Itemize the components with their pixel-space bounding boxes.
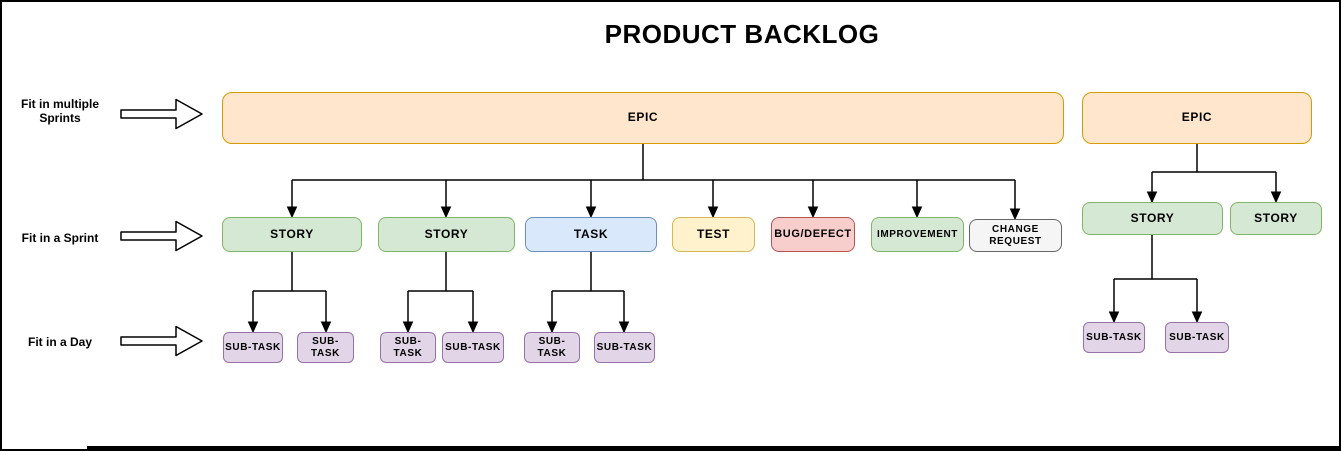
label-fit-multiple-sprints: Fit in multiple Sprints [21,97,99,125]
arrowhead-icon [1108,311,1120,324]
arrowhead-icon [585,206,597,219]
arrowhead-icon [1191,311,1203,324]
arrowhead-icon [467,321,479,334]
node-improvement-1[interactable]: IMPROVEMENT [871,217,964,252]
node-subtask-4[interactable]: SUB-TASK [442,332,504,363]
tree-connector [1113,235,1198,313]
page-title: PRODUCT BACKLOG [604,19,880,49]
tree-connector [1151,144,1277,193]
node-story-right-2[interactable]: STORY [1230,202,1322,235]
node-epic-right[interactable]: EPIC [1082,92,1312,144]
arrowhead-icon [247,321,259,334]
node-subtask-right-2[interactable]: SUB-TASK [1165,322,1229,353]
arrowhead-icon [286,206,298,219]
arrowhead-icon [440,206,452,219]
arrowhead-icon [911,206,923,219]
node-subtask-5[interactable]: SUB-TASK [524,332,580,363]
block-arrow-right-icon [120,98,203,130]
arrowhead-icon [546,321,558,334]
node-subtask-3[interactable]: SUB-TASK [380,332,436,363]
node-story-2[interactable]: STORY [378,217,515,252]
node-subtask-6[interactable]: SUB-TASK [594,332,655,363]
arrowhead-icon [1146,191,1158,204]
bottom-edge-line [87,446,1339,449]
arrowhead-icon [1270,191,1282,204]
node-bug-defect-1[interactable]: BUG/DEFECT [771,217,855,252]
block-arrow-right-icon [120,220,203,252]
arrowhead-icon [618,321,630,334]
node-subtask-2[interactable]: SUB-TASK [297,332,354,363]
arrowhead-icon [320,321,332,334]
arrowhead-icon [402,321,414,334]
arrowhead-icon [707,206,719,219]
node-change-request-1[interactable]: CHANGE REQUEST [969,219,1062,252]
tree-connector [407,252,474,323]
tree-connector [252,252,327,323]
arrowhead-icon [807,206,819,219]
node-story-right-1[interactable]: STORY [1082,202,1223,235]
node-epic-main[interactable]: EPIC [222,92,1064,144]
tree-connector [551,252,625,323]
node-test-1[interactable]: TEST [672,217,755,252]
node-subtask-1[interactable]: SUB-TASK [223,332,283,363]
arrowhead-icon [1009,208,1021,221]
tree-connector [291,144,1016,210]
label-fit-in-day: Fit in a Day [27,335,92,349]
node-task-1[interactable]: TASK [525,217,657,252]
node-story-1[interactable]: STORY [222,217,362,252]
block-arrow-right-icon [120,325,203,357]
node-subtask-right-1[interactable]: SUB-TASK [1083,322,1145,353]
label-fit-in-sprint: Fit in a Sprint [21,231,99,245]
